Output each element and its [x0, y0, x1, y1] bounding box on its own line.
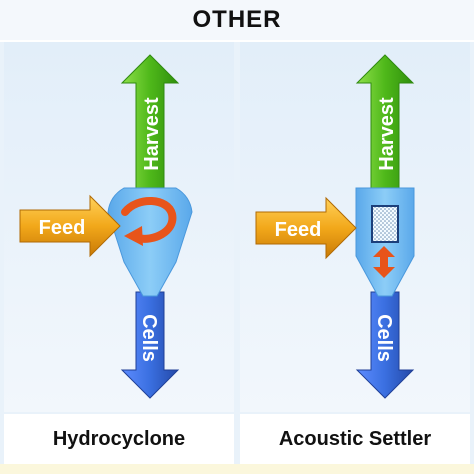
title-bar: OTHER	[0, 0, 474, 42]
cells-arrow-label: Cells	[138, 314, 160, 362]
double-arrow-icon	[373, 246, 395, 278]
cells-arrow: Cells	[355, 291, 415, 399]
hydrocyclone-label: Hydrocyclone	[52, 427, 186, 450]
hydrocyclone-label-bar: Hydrocyclone	[4, 414, 234, 464]
feed-arrow-label: Feed	[275, 219, 322, 241]
footer-strip	[0, 464, 474, 474]
cells-arrow-label: Cells	[373, 314, 395, 362]
swirl-arrow-icon	[121, 196, 177, 246]
feed-arrow: Feed	[255, 196, 357, 260]
acoustic-settler-diagram: Harvest Cells Feed	[255, 54, 415, 399]
harvest-arrow-label: Harvest	[376, 97, 398, 171]
feed-arrow: Feed	[19, 194, 121, 258]
cells-arrow: Cells	[120, 291, 180, 399]
feed-arrow-label: Feed	[39, 217, 86, 239]
acoustic-settler-label: Acoustic Settler	[278, 427, 432, 450]
harvest-arrow: Harvest	[355, 54, 415, 191]
harvest-arrow: Harvest	[120, 54, 180, 191]
acoustic-chamber-icon	[371, 205, 399, 243]
hydrocyclone-diagram: Harvest Cells Feed	[19, 54, 193, 399]
diagram-title: OTHER	[192, 6, 282, 33]
harvest-arrow-label: Harvest	[141, 97, 163, 171]
acoustic-settler-label-bar: Acoustic Settler	[240, 414, 470, 464]
